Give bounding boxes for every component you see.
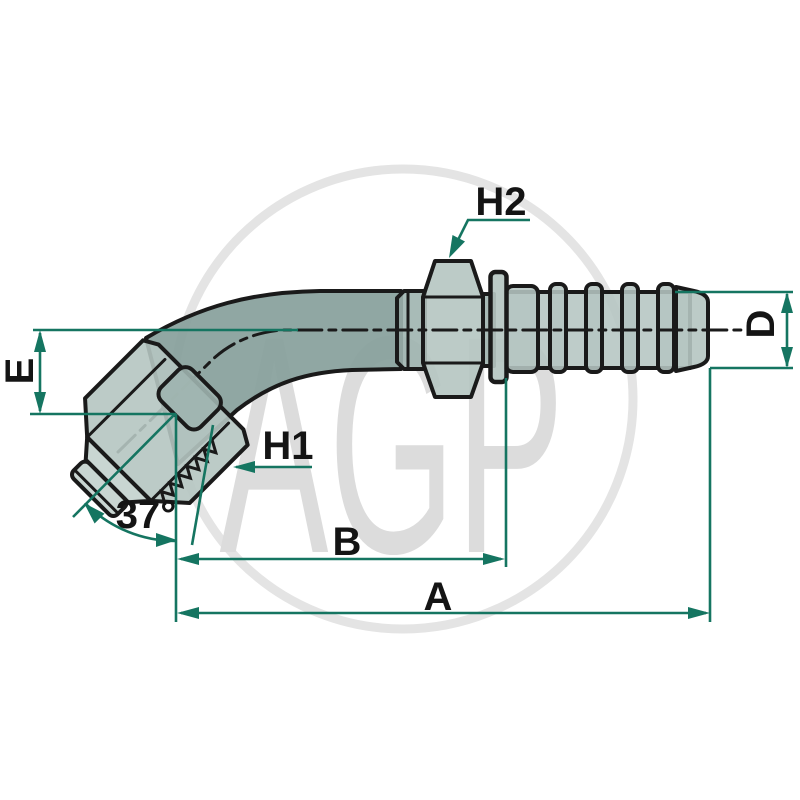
label-b: B [333,520,362,564]
arrow-up-icon [781,292,793,313]
barb-ring [584,282,604,374]
washer-flange [488,269,509,385]
arrow-left-icon [177,553,199,565]
arrow-right-icon [156,533,177,547]
arrow-down-icon [34,392,46,414]
barb-ring [656,282,676,374]
h1-leader [233,461,312,473]
dim-a [177,368,712,622]
angle-incline-line [72,413,176,518]
dimensions [30,218,793,622]
barb-ring [548,282,568,374]
nut-flat-line-top [85,357,167,439]
arrow-up-icon [34,330,46,352]
arrow-right-icon [483,553,505,565]
arrow-right-icon [688,607,710,619]
arrow-left-icon [233,461,255,473]
arrow-left-icon [177,607,199,619]
label-angle: 37° [116,493,177,537]
dim-e [30,328,298,416]
nut-thread-zigzag [159,439,219,506]
label-h1: H1 [262,424,313,468]
dim-b [177,378,508,567]
label-a: A [424,575,453,619]
dim-b-ext-left [190,424,215,546]
nut-flat-line-bottom [149,421,231,503]
arrow-down-icon [781,347,793,368]
dim-d [675,290,793,370]
dimension-labels: E D B A H1 H2 37° [0,180,783,619]
label-h2: H2 [475,180,526,224]
fitting-drawing [69,259,747,519]
label-e: E [0,358,42,385]
arrow-down-left-icon [449,235,465,258]
h2-leader-line [450,218,530,253]
label-d: D [739,310,783,339]
angle-annotation [72,413,178,622]
arrow-up-left-icon [84,503,105,524]
h2-leader [449,218,530,258]
barb-ring [620,282,640,374]
centerline [116,328,747,454]
